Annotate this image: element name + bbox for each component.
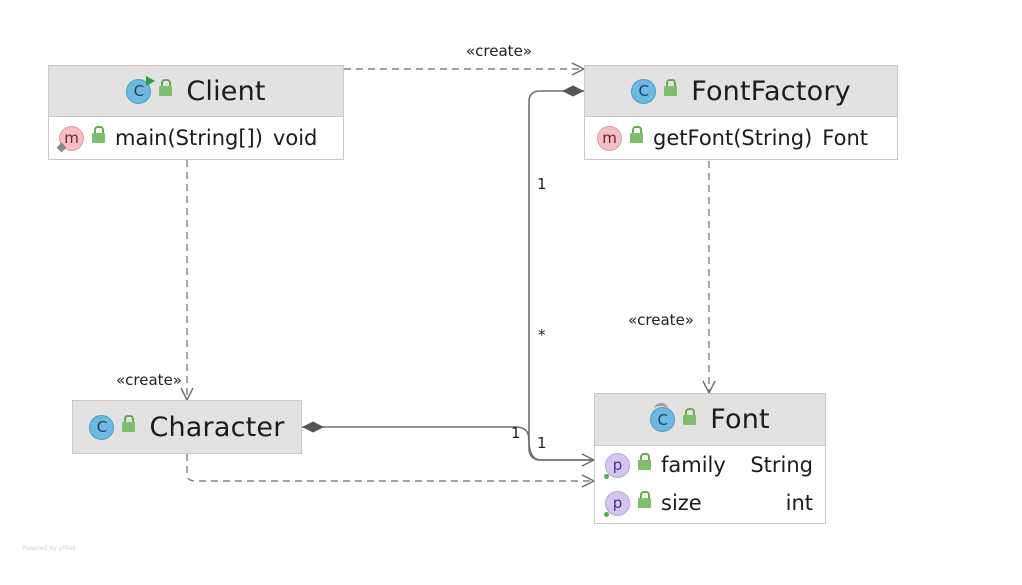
create-stereotype-label: «create» [116, 371, 182, 389]
class-client-header: C Client [49, 66, 343, 117]
class-character[interactable]: C Character [72, 400, 302, 454]
class-member: m main(String[]) void [49, 117, 343, 159]
property-icon: p [604, 490, 630, 517]
character-font-dependency-edge [186, 454, 594, 481]
class-icon: C [631, 78, 657, 104]
class-runnable-icon: C [126, 75, 156, 104]
member-type: int [785, 491, 813, 515]
class-badge-letter: C [96, 418, 108, 436]
public-lock-icon [159, 79, 173, 97]
character-font-composition-edge [302, 426, 594, 461]
abstract-class-icon: C [650, 403, 676, 432]
class-name: Character [149, 411, 285, 443]
public-lock-icon [630, 126, 643, 144]
member-name: getFont(String) [653, 126, 813, 150]
create-stereotype-label: «create» [628, 311, 694, 329]
character-composition-diamond [302, 421, 324, 433]
public-lock-icon [664, 79, 678, 97]
property-badge-letter: p [612, 494, 623, 512]
run-marker-icon [146, 75, 156, 86]
class-client[interactable]: C Client m main(String[]) void [48, 65, 344, 160]
class-character-header: C Character [73, 401, 301, 453]
method-badge-letter: m [64, 129, 79, 147]
multiplicity-label: 1 [537, 175, 547, 193]
public-lock-icon [683, 407, 697, 426]
class-name: FontFactory [691, 75, 851, 107]
field-marker-icon [604, 473, 609, 479]
class-name: Font [710, 404, 770, 435]
factory-composition-diamond [562, 85, 584, 97]
class-font-header: C Font [595, 394, 825, 446]
multiplicity-label: 1 [537, 434, 547, 452]
member-type: String [750, 453, 813, 477]
class-font[interactable]: C Font p family String p size int [594, 393, 826, 524]
member-name: family [661, 453, 726, 477]
class-member: p size int [595, 484, 825, 522]
property-icon: p [604, 452, 630, 479]
public-lock-icon [638, 453, 651, 471]
member-type: void [272, 126, 318, 150]
member-name: size [661, 491, 702, 515]
public-lock-icon [638, 491, 651, 509]
method-icon: m [56, 125, 84, 152]
public-lock-icon [122, 415, 136, 433]
class-member: m getFont(String) Font [585, 117, 897, 159]
powered-by-footer: Powered by yFiles [22, 545, 76, 552]
field-marker-icon [604, 511, 609, 517]
class-badge-letter: C [638, 82, 649, 100]
class-name: Client [186, 75, 266, 107]
method-badge-letter: m [602, 129, 617, 147]
member-name: main(String[]) [115, 126, 263, 150]
public-lock-icon [92, 126, 105, 144]
multiplicity-label: * [538, 326, 546, 344]
class-badge-letter: C [133, 82, 145, 100]
class-badge-letter: C [657, 410, 668, 429]
class-fontfactory[interactable]: C FontFactory m getFont(String) Font [584, 65, 898, 160]
class-member: p family String [595, 446, 825, 484]
method-icon: m [597, 125, 622, 151]
property-badge-letter: p [612, 456, 623, 474]
abstract-marker-icon [654, 403, 669, 415]
multiplicity-label: 1 [511, 424, 521, 442]
member-type: Font [822, 126, 868, 150]
create-stereotype-label: «create» [466, 42, 532, 60]
class-icon: C [89, 414, 115, 440]
class-fontfactory-header: C FontFactory [585, 66, 897, 117]
